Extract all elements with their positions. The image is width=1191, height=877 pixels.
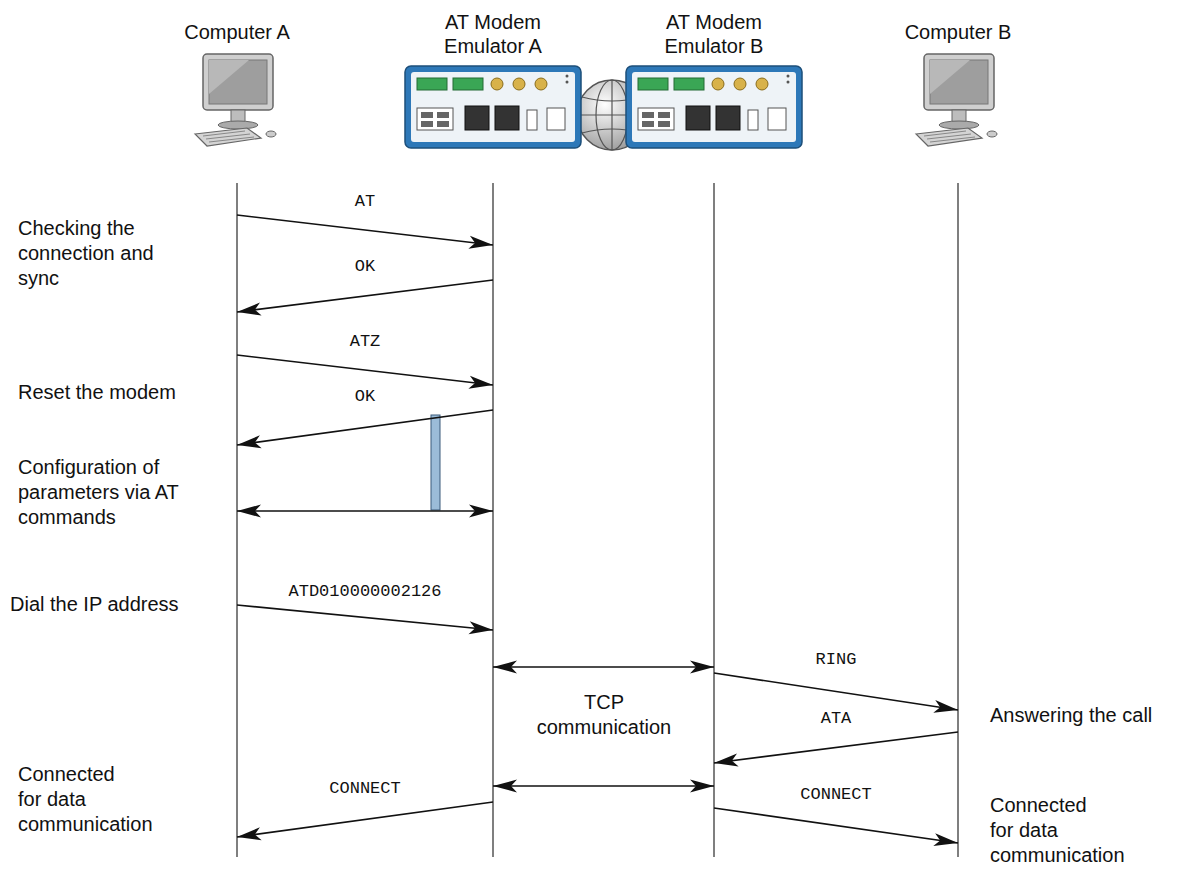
arrow-head: [237, 505, 261, 518]
step-note: Connected for data communication: [18, 762, 143, 837]
step-note: TCP communication: [529, 690, 679, 740]
message-arrow: [237, 280, 493, 315]
step-note: Answering the call: [990, 703, 1185, 728]
arrow-head: [933, 700, 958, 713]
computer-participant: Computer B: [878, 20, 1038, 154]
modem-participant: AT Modem Emulator B: [619, 10, 809, 154]
message-label: CONNECT: [326, 779, 403, 799]
lifeline: [713, 183, 715, 857]
modem-icon: [403, 64, 583, 154]
arrow-head: [933, 833, 958, 846]
step-note: Connected for data communication: [990, 793, 1115, 868]
step-note: Reset the modem: [18, 380, 223, 405]
step-note: Checking the connection and sync: [18, 216, 188, 291]
message-label: OK: [352, 387, 378, 407]
message-label: ATZ: [347, 332, 384, 352]
message-arrow: [237, 410, 493, 448]
message-arrow: [493, 661, 714, 674]
step-note: Dial the IP address: [10, 592, 230, 617]
arrow-head: [237, 435, 262, 448]
arrow-head: [468, 236, 493, 249]
arrow-head: [237, 303, 262, 316]
arrow-head: [714, 754, 739, 767]
computer-participant: Computer A: [157, 20, 317, 154]
computer-icon: [910, 50, 1006, 154]
arrow-head: [237, 827, 262, 840]
arrow-head: [690, 661, 714, 674]
lifeline: [236, 183, 238, 857]
message-label: OK: [352, 257, 378, 277]
message-label: AT: [352, 192, 378, 212]
message-label: ATD010000002126: [285, 582, 444, 602]
message-label: RING: [813, 650, 860, 670]
arrow-head: [493, 780, 517, 793]
participant-name: AT Modem Emulator A: [427, 10, 559, 58]
arrow-head: [690, 780, 714, 793]
participant-name: Computer B: [905, 20, 1012, 44]
arrow-head: [469, 505, 493, 518]
message-arrow: [493, 780, 714, 793]
message-arrow: [714, 673, 958, 713]
lifeline: [492, 183, 494, 857]
arrow-head: [493, 661, 517, 674]
modem-participant: AT Modem Emulator A: [398, 10, 588, 154]
message-arrow: [714, 732, 958, 766]
message-label: ATA: [818, 709, 855, 729]
message-arrow: [237, 605, 493, 634]
message-arrow: [237, 505, 493, 518]
message-arrow: [237, 215, 493, 249]
step-note: Configuration of parameters via AT comma…: [18, 455, 203, 530]
message-arrow: [237, 802, 493, 840]
message-arrow: [714, 808, 958, 846]
participant-name: Computer A: [184, 20, 290, 44]
message-arrow: [237, 355, 493, 389]
lifeline: [957, 183, 959, 857]
arrow-head: [468, 376, 493, 389]
message-label: CONNECT: [797, 785, 874, 805]
arrow-head: [468, 621, 493, 634]
modem-icon: [624, 64, 804, 154]
participant-name: AT Modem Emulator B: [648, 10, 780, 58]
activation-bar: [431, 415, 440, 510]
computer-icon: [189, 50, 285, 154]
